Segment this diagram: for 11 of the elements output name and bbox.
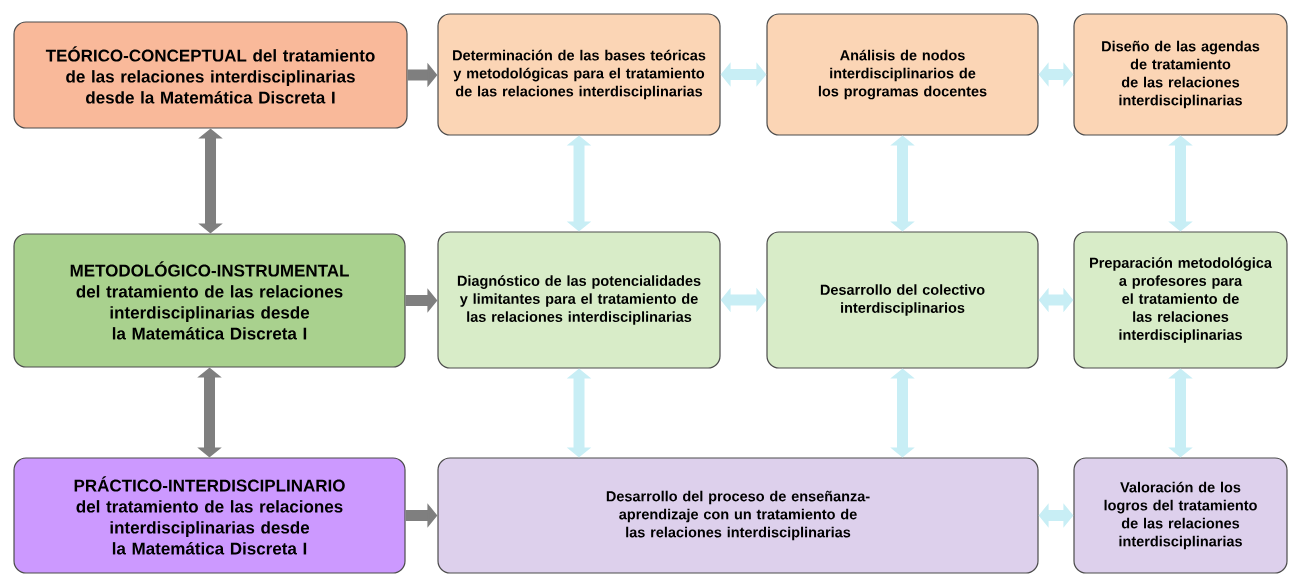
stage-box: TEÓRICO-CONCEPTUAL del tratamiento de las relaciones interdisciplinarias desde la Matemática Discreta I [13, 21, 408, 129]
step-box: Preparación metodológica a profesores para el tratamiento de las relaciones interdisciplinarias [1073, 231, 1288, 369]
step-box: Diagnóstico de las potencialidades y limitantes para el tratamiento de las relaciones interdisciplinarias [437, 231, 721, 369]
step-box: Desarrollo del colectivo interdisciplinarios [766, 231, 1039, 369]
step-box: Diseño de las agendas de tratamiento de las relaciones interdisciplinarias [1073, 13, 1288, 136]
step-box: Desarrollo del proceso de enseñanza-aprendizaje con un tratamiento de las relaciones interdisciplinarias [437, 457, 1039, 574]
step-box: Determinación de las bases teóricas y metodológicas para el tratamiento de las relaciones interdisciplinarias [437, 13, 721, 136]
stage-box: METODOLÓGICO-INSTRUMENTAL del tratamiento de las relaciones interdisciplinarias desde la Matemática Discreta I [13, 233, 406, 368]
stage-box: PRÁCTICO-INTERDISCIPLINARIO del tratamiento de las relaciones interdisciplinarias desde la Matemática Discreta I [13, 457, 406, 574]
step-box: Análisis de nodos interdisciplinarios de los programas docentes [766, 13, 1039, 136]
step-box: Valoración de los logros del tratamiento de las relaciones interdisciplinarias [1073, 457, 1288, 574]
